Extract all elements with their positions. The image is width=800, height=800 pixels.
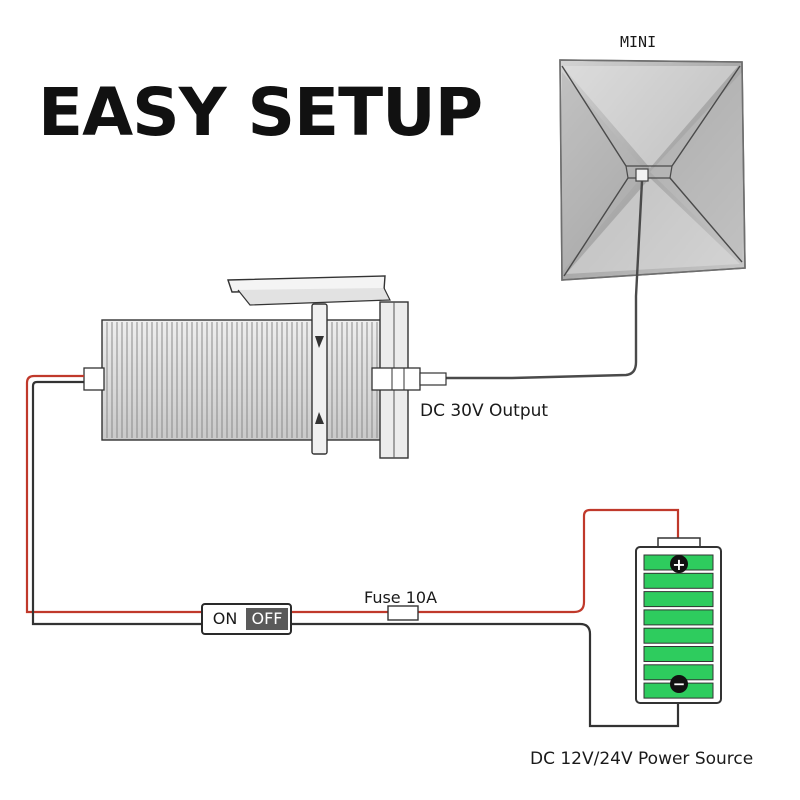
battery-cell [643, 609, 714, 626]
positive-wire-charger-to-switch [25, 374, 201, 614]
charger-socket [83, 275, 447, 459]
on-off-switch[interactable]: ON OFF [201, 603, 292, 635]
battery-cell [643, 627, 714, 644]
negative-wire-charger-to-switch [31, 380, 201, 626]
battery-cell [643, 591, 714, 608]
negative-symbol: − [673, 675, 686, 693]
power-source-label: DC 12V/24V Power Source [530, 749, 754, 769]
battery-cell [643, 572, 714, 589]
switch-off-label: OFF [246, 608, 288, 630]
thread-ridges [106, 322, 378, 438]
antenna-connector [635, 168, 649, 182]
battery-cell [643, 646, 714, 662]
switch-on-label: ON [212, 609, 238, 628]
coax-cable [440, 180, 644, 380]
fuse [387, 605, 419, 621]
antenna-panel [559, 59, 746, 281]
positive-terminal-icon [670, 555, 688, 573]
negative-wire-switch-to-battery [292, 622, 680, 728]
fuse-label: Fuse 10A [364, 588, 438, 607]
battery: + − [635, 537, 722, 704]
antenna-label: MINI [620, 33, 657, 51]
positive-symbol: + [672, 555, 685, 574]
negative-terminal-icon [670, 675, 688, 693]
positive-wire-switch-to-battery [292, 508, 680, 614]
page-title: EASY SETUP [38, 74, 483, 151]
output-label: DC 30V Output [420, 401, 549, 421]
